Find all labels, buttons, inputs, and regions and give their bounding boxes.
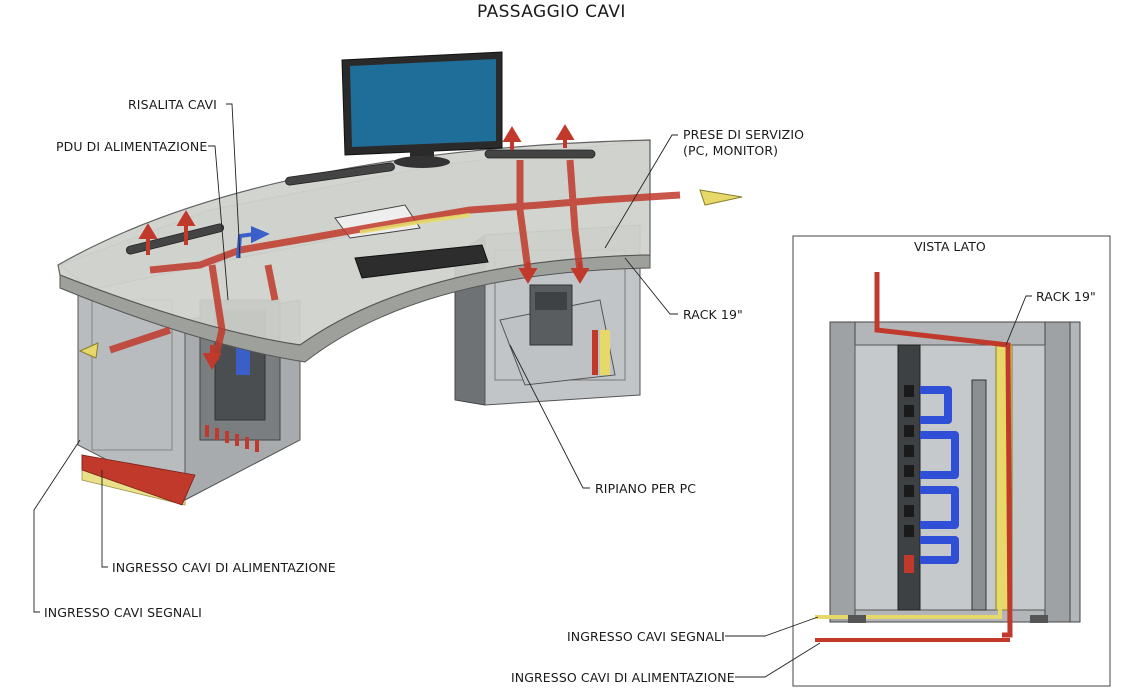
label-pdu-alimentazione: PDU DI ALIMENTAZIONE: [56, 139, 208, 154]
label-ripiano-pc: RIPIANO PER PC: [595, 481, 697, 496]
desk-3d-view: [57, 51, 743, 506]
label-ingresso-segnali: INGRESSO CAVI SEGNALI: [44, 605, 202, 620]
side-view-title: VISTA LATO: [914, 239, 986, 254]
label-prese-servizio-line1: PRESE DI SERVIZIO: [683, 127, 805, 142]
keyboard: [354, 244, 489, 279]
side-view-panel: [792, 235, 1111, 687]
side-label-ingresso-segnali: INGRESSO CAVI SEGNALI: [567, 629, 725, 644]
side-label-ingresso-alimentazione: INGRESSO CAVI DI ALIMENTAZIONE: [511, 670, 735, 685]
label-ingresso-alimentazione: INGRESSO CAVI DI ALIMENTAZIONE: [112, 560, 336, 575]
drawing-title: PASSAGGIO CAVI: [477, 2, 626, 22]
side-label-rack-19: RACK 19": [1036, 289, 1096, 304]
leader-lines: [33, 103, 678, 613]
label-prese-servizio-line2: (PC, MONITOR): [683, 143, 779, 158]
monitor: [341, 51, 503, 168]
label-risalita-cavi: RISALITA CAVI: [128, 97, 217, 112]
label-rack-19: RACK 19": [683, 307, 743, 322]
